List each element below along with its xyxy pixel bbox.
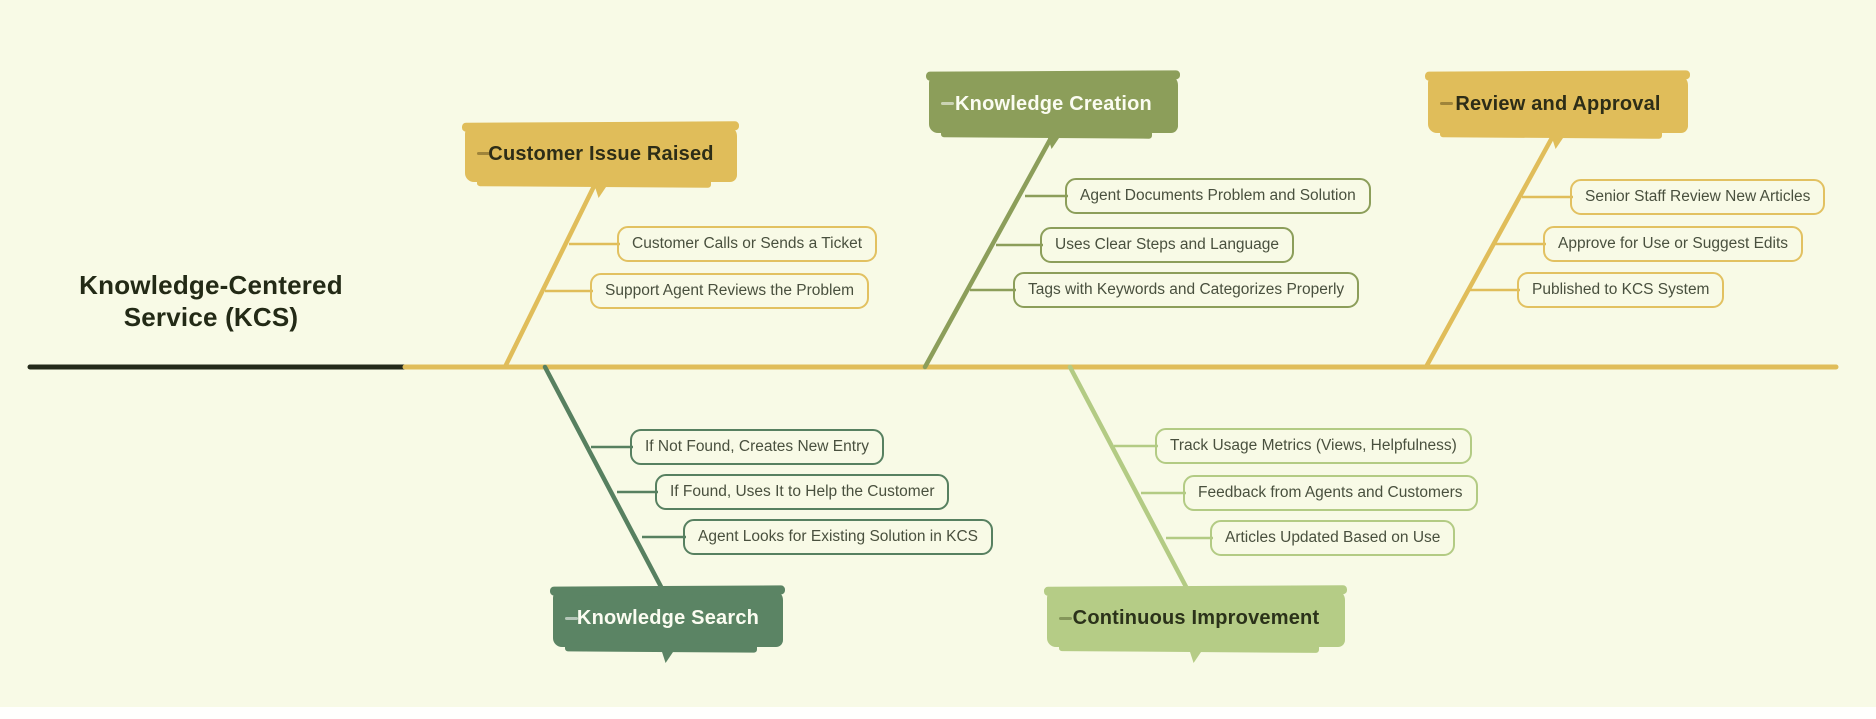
subtopic-node[interactable]: If Not Found, Creates New Entry — [630, 429, 884, 465]
collapse-dash-icon[interactable] — [477, 152, 490, 155]
collapse-dash-icon[interactable] — [941, 102, 954, 105]
branch-topic-knowledge-creation[interactable]: Knowledge Creation — [929, 75, 1178, 149]
branch-topic-knowledge-search[interactable]: Knowledge Search — [553, 590, 783, 663]
branch-line-knowledge-search — [542, 364, 671, 603]
subtopic-node[interactable]: Articles Updated Based on Use — [1210, 520, 1456, 556]
branch-topic-review-and-approval[interactable]: Review and Approval — [1428, 75, 1688, 149]
branch-topic-customer-issue-raised[interactable]: Customer Issue Raised — [465, 126, 737, 198]
collapse-dash-icon[interactable] — [1059, 616, 1072, 620]
subtopic-node[interactable]: Agent Documents Problem and Solution — [1065, 178, 1371, 214]
subtopic-node[interactable]: Published to KCS System — [1517, 272, 1725, 308]
collapse-dash-icon[interactable] — [1440, 102, 1453, 105]
branch-label: Knowledge Search — [576, 607, 760, 629]
subtopic-node[interactable]: Agent Looks for Existing Solution in KCS — [683, 519, 994, 555]
branch-line-review-and-approval — [1423, 133, 1556, 370]
banner-tail — [590, 182, 610, 198]
collapse-dash-icon[interactable] — [565, 616, 578, 620]
banner-tail — [1043, 133, 1062, 149]
subtopic-node[interactable]: If Found, Uses It to Help the Customer — [655, 474, 950, 510]
banner-tail — [1185, 647, 1205, 663]
branch-line-knowledge-creation — [922, 135, 1054, 370]
banner-tail — [1547, 133, 1567, 149]
branch-label: Customer Issue Raised — [488, 142, 714, 165]
subtopic-node[interactable]: Customer Calls or Sends a Ticket — [617, 226, 878, 262]
branch-label: Review and Approval — [1455, 92, 1661, 115]
branch-topic-continuous-improvement[interactable]: Continuous Improvement — [1047, 590, 1345, 663]
subtopic-node[interactable]: Support Agent Reviews the Problem — [590, 273, 869, 309]
item-connector-lines — [545, 194, 1573, 540]
subtopic-node[interactable]: Approve for Use or Suggest Edits — [1543, 226, 1804, 262]
subtopic-node[interactable]: Uses Clear Steps and Language — [1040, 227, 1295, 263]
central-topic[interactable]: Knowledge-Centered Service (KCS) — [79, 270, 343, 332]
branch-line-continuous-improvement — [1067, 364, 1196, 603]
subtopic-node[interactable]: Feedback from Agents and Customers — [1183, 475, 1478, 511]
canvas-edge — [0, 707, 1876, 719]
subtopic-node[interactable]: Tags with Keywords and Categorizes Prope… — [1013, 272, 1360, 308]
banner-tail — [657, 647, 677, 663]
branch-label: Knowledge Creation — [955, 92, 1152, 115]
branch-label: Continuous Improvement — [1072, 607, 1320, 629]
subtopic-node[interactable]: Track Usage Metrics (Views, Helpfulness) — [1155, 428, 1472, 464]
branch-line-customer-issue-raised — [502, 173, 602, 370]
subtopic-node[interactable]: Senior Staff Review New Articles — [1570, 179, 1826, 215]
